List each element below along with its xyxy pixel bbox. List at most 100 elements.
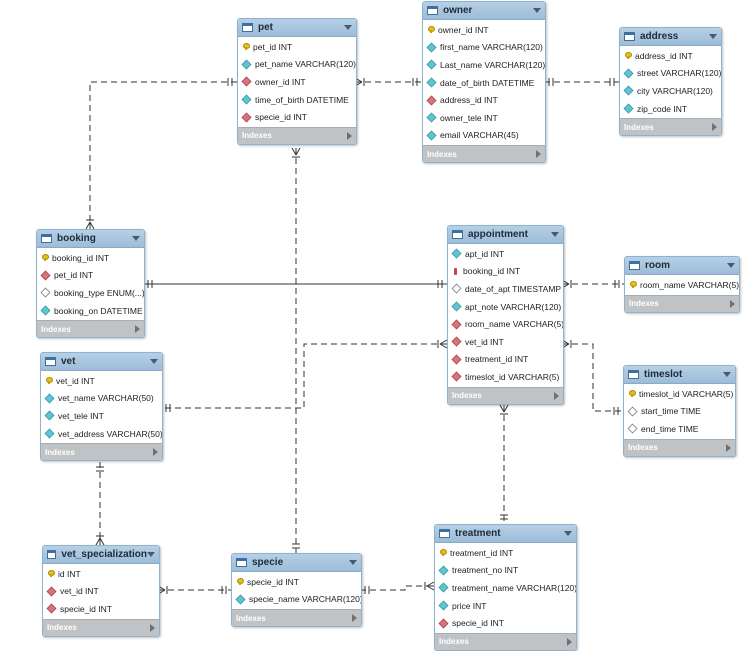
collapse-arrow-icon[interactable]	[132, 236, 140, 241]
table-column[interactable]: time_of_birth DATETIME	[238, 91, 356, 109]
relationship-owner-address[interactable]	[544, 78, 619, 86]
collapse-arrow-icon[interactable]	[533, 8, 541, 13]
collapse-arrow-icon[interactable]	[344, 25, 352, 30]
indexes-section[interactable]: Indexes	[232, 609, 361, 627]
table-column[interactable]: vet_id INT	[448, 333, 563, 351]
table-column[interactable]: treatment_id INT	[435, 544, 576, 562]
table-column[interactable]: treatment_name VARCHAR(120)	[435, 579, 576, 597]
indexes-section[interactable]: Indexes	[620, 118, 721, 136]
expand-arrow-icon[interactable]	[135, 325, 140, 334]
table-column[interactable]: timeslot_id VARCHAR(5)	[624, 385, 735, 403]
table-column[interactable]: treatment_no INT	[435, 562, 576, 580]
indexes-section[interactable]: Indexes	[624, 438, 735, 456]
table-column[interactable]: booking_on DATETIME	[37, 302, 144, 320]
table-header[interactable]: booking	[37, 230, 144, 248]
table-header[interactable]: vet	[41, 353, 162, 371]
table-header[interactable]: timeslot	[624, 366, 735, 384]
table-column[interactable]: id INT	[43, 565, 159, 583]
relationship-pet-specie[interactable]	[291, 147, 301, 553]
expand-arrow-icon[interactable]	[730, 299, 735, 308]
table-column[interactable]: end_time TIME	[624, 420, 735, 438]
table-column[interactable]: booking_id INT	[37, 249, 144, 267]
table-column[interactable]: pet_name VARCHAR(120)	[238, 56, 356, 74]
table-column[interactable]: vet_address VARCHAR(50)	[41, 425, 162, 443]
indexes-section[interactable]: Indexes	[435, 632, 576, 650]
expand-arrow-icon[interactable]	[554, 391, 559, 400]
table-column[interactable]: specie_id INT	[238, 108, 356, 126]
table-header[interactable]: room	[625, 257, 739, 275]
table-header[interactable]: vet_specialization	[43, 546, 159, 564]
table-column[interactable]: specie_name VARCHAR(120)	[232, 591, 361, 609]
table-column[interactable]: owner_id INT	[238, 73, 356, 91]
table-column[interactable]: date_of_apt TIMESTAMP	[448, 280, 563, 298]
table-column[interactable]: apt_id INT	[448, 245, 563, 263]
indexes-section[interactable]: Indexes	[41, 443, 162, 461]
expand-arrow-icon[interactable]	[153, 448, 158, 457]
indexes-section[interactable]: Indexes	[238, 126, 356, 144]
table-column[interactable]: address_id INT	[423, 91, 545, 109]
indexes-section[interactable]: Indexes	[37, 320, 144, 338]
table-column[interactable]: Last_name VARCHAR(120)	[423, 56, 545, 74]
expand-arrow-icon[interactable]	[150, 623, 155, 632]
table-header[interactable]: address	[620, 28, 721, 46]
relationship-pet-owner[interactable]	[354, 77, 422, 87]
table-column[interactable]: room_name VARCHAR(5)	[625, 276, 739, 294]
table-header[interactable]: specie	[232, 554, 361, 572]
collapse-arrow-icon[interactable]	[551, 232, 559, 237]
table-column[interactable]: zip_code INT	[620, 100, 721, 118]
collapse-arrow-icon[interactable]	[709, 34, 717, 39]
relationship-specie-treatment[interactable]	[360, 581, 435, 594]
relationship-pet-booking[interactable]	[85, 78, 237, 230]
table-column[interactable]: apt_note VARCHAR(120)	[448, 298, 563, 316]
table-column[interactable]: booking_type ENUM(...)	[37, 284, 144, 302]
table-header[interactable]: appointment	[448, 226, 563, 244]
relationship-appointment-treatment[interactable]	[499, 404, 509, 524]
table-column[interactable]: email VARCHAR(45)	[423, 127, 545, 145]
collapse-arrow-icon[interactable]	[723, 372, 731, 377]
table-column[interactable]: date_of_birth DATETIME	[423, 74, 545, 92]
indexes-section[interactable]: Indexes	[423, 145, 545, 163]
collapse-arrow-icon[interactable]	[727, 263, 735, 268]
relationship-booking-appointment[interactable]	[143, 280, 447, 288]
table-column[interactable]: vet_tele INT	[41, 407, 162, 425]
table-column[interactable]: address_id INT	[620, 47, 721, 65]
table-column[interactable]: vet_id INT	[43, 583, 159, 601]
table-column[interactable]: specie_id INT	[435, 614, 576, 632]
table-header[interactable]: treatment	[435, 525, 576, 543]
table-header[interactable]: pet	[238, 19, 356, 37]
expand-arrow-icon[interactable]	[352, 614, 357, 623]
table-column[interactable]: price INT	[435, 597, 576, 615]
relationship-vet-vetspec[interactable]	[95, 462, 105, 546]
table-column[interactable]: owner_tele INT	[423, 109, 545, 127]
table-column[interactable]: street VARCHAR(120)	[620, 65, 721, 83]
table-column[interactable]: room_name VARCHAR(5)	[448, 315, 563, 333]
table-column[interactable]: vet_id INT	[41, 372, 162, 390]
table-column[interactable]: first_name VARCHAR(120)	[423, 39, 545, 57]
collapse-arrow-icon[interactable]	[349, 560, 357, 565]
table-column[interactable]: specie_id INT	[232, 573, 361, 591]
table-column[interactable]: owner_id INT	[423, 21, 545, 39]
expand-arrow-icon[interactable]	[726, 443, 731, 452]
collapse-arrow-icon[interactable]	[564, 531, 572, 536]
collapse-arrow-icon[interactable]	[150, 359, 158, 364]
indexes-section[interactable]: Indexes	[625, 294, 739, 312]
table-column[interactable]: booking_id INT	[448, 263, 563, 281]
indexes-section[interactable]: Indexes	[43, 618, 159, 636]
expand-arrow-icon[interactable]	[347, 131, 352, 140]
table-column[interactable]: pet_id INT	[238, 38, 356, 56]
collapse-arrow-icon[interactable]	[147, 552, 155, 557]
relationship-vetspec-specie[interactable]	[157, 585, 231, 595]
table-column[interactable]: vet_name VARCHAR(50)	[41, 390, 162, 408]
table-column[interactable]: city VARCHAR(120)	[620, 82, 721, 100]
